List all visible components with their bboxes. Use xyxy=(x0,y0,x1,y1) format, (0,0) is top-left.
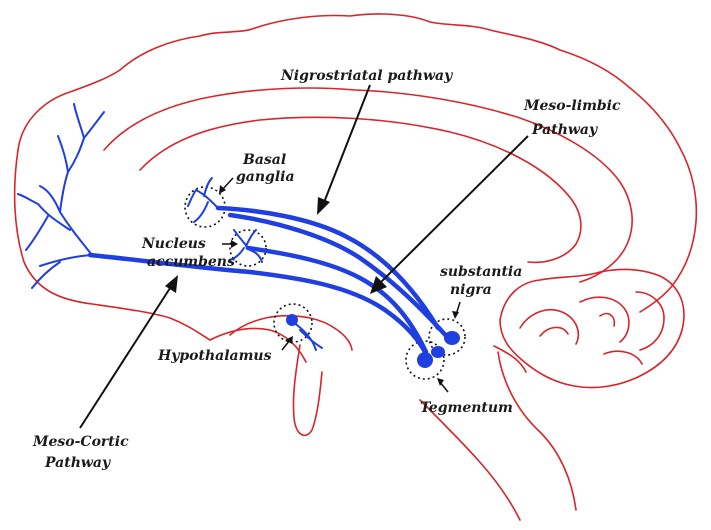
hypothalamus-branches xyxy=(293,322,322,350)
tegmentum-nucleus xyxy=(417,352,433,368)
nucleus-accumbens-arrowhead xyxy=(231,240,238,248)
labels: Nigrostriatal pathway Meso-limbic Pathwa… xyxy=(32,68,621,471)
tegmentum-label: Tegmentum xyxy=(420,400,513,416)
basal-ganglia-label-line1: Basal xyxy=(242,152,286,168)
cerebellum-folia xyxy=(520,292,664,364)
mesocortic-label-line1: Meso-Cortic xyxy=(32,434,129,450)
cerebellum-outline xyxy=(500,269,684,387)
mesolimbic-arrow xyxy=(378,136,528,285)
nigrostriatal-tract xyxy=(218,208,438,328)
substantia-nigra-nucleus xyxy=(444,331,460,345)
hypothalamus-nucleus xyxy=(286,314,298,326)
nucleus-accumbens-label-line2: accumbens xyxy=(147,254,235,270)
basal-ganglia-branches xyxy=(188,178,218,222)
substantia-nigra-arrowhead xyxy=(452,311,459,319)
mesolimbic-label-line2: Pathway xyxy=(531,122,598,138)
nigrostriatal-label: Nigrostriatal pathway xyxy=(280,68,453,84)
substantia-nigra-nucleus-2 xyxy=(431,346,445,358)
cortex-inner-fold xyxy=(104,88,632,282)
nigrostriatal-arrow xyxy=(323,85,370,205)
mesocortic-label-line2: Pathway xyxy=(44,455,111,471)
mesocortic-arrowhead xyxy=(165,275,178,293)
basal-ganglia-label-line2: ganglia xyxy=(236,169,295,185)
frontal-branches xyxy=(18,104,104,288)
hypothalamus-label: Hypothalamus xyxy=(157,348,272,364)
nigrostriatal-arrowhead xyxy=(317,197,330,215)
brainstem-outline xyxy=(420,400,520,520)
hypothalamus-stalk xyxy=(293,345,322,435)
nucleus-accumbens-label-line1: Nucleus xyxy=(141,236,206,252)
cerebral-cortex-outline xyxy=(18,14,696,312)
mesolimbic-label-line1: Meso-limbic xyxy=(523,98,621,114)
substantia-nigra-label-line1: substantia xyxy=(440,264,522,280)
substantia-nigra-label-line2: nigra xyxy=(450,282,492,298)
brainstem-outline-2 xyxy=(498,352,576,510)
